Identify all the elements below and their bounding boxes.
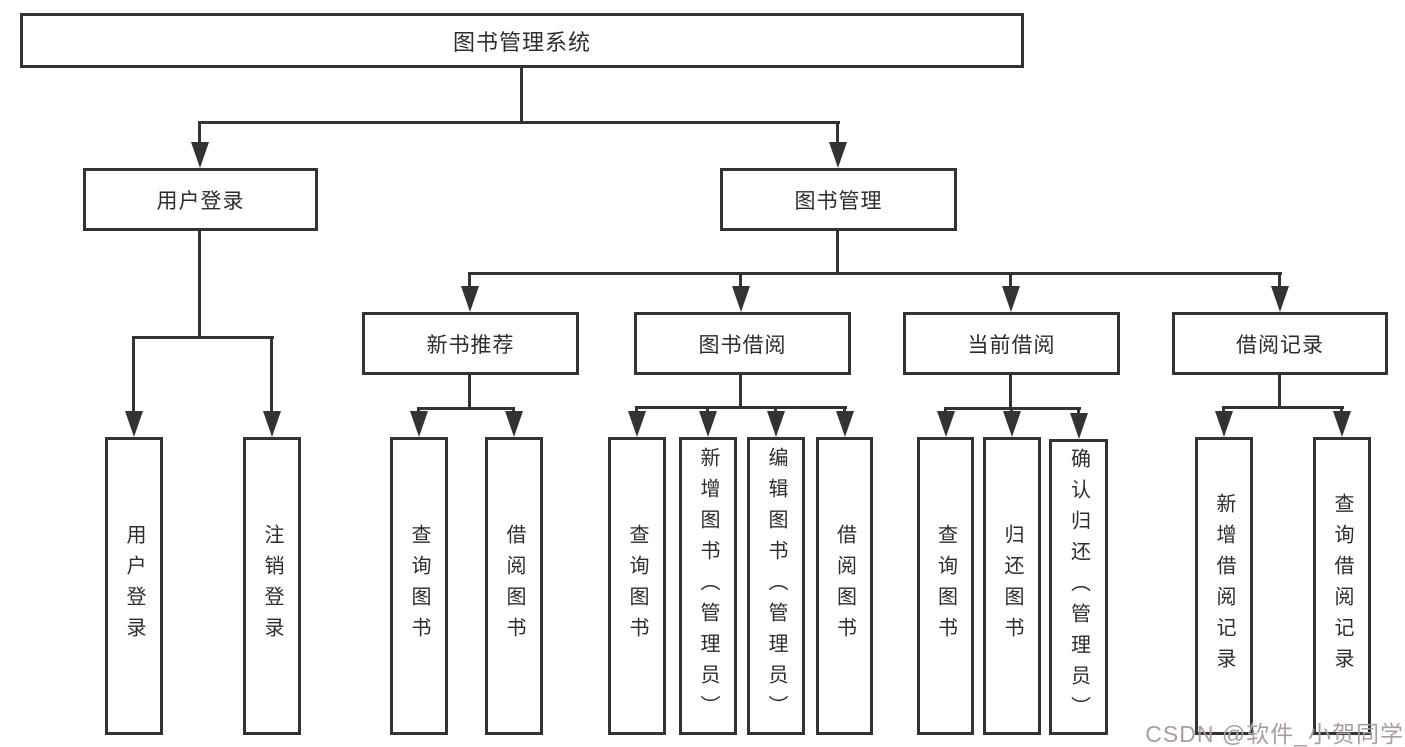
connector-to-user-login — [198, 121, 201, 151]
arrowhead-query-1 — [410, 411, 428, 437]
arrowhead-query-record — [1333, 411, 1351, 437]
arrowhead-borrow-records — [1271, 286, 1289, 312]
arrowhead-book-borrow — [732, 286, 750, 312]
node-new-book-recommend: 新书推荐 — [362, 312, 579, 375]
arrowhead-book-management — [829, 142, 847, 168]
arrowhead-edit-books — [767, 411, 785, 437]
node-label: 注销登录 — [261, 524, 283, 648]
arrowhead-add-books — [699, 411, 717, 437]
connector-borrow-junction — [635, 406, 847, 409]
node-label: 查询借阅记录 — [1331, 493, 1353, 679]
node-label: 新增图书（管理员） — [697, 446, 719, 726]
node-query-borrow-record: 查询借阅记录 — [1313, 437, 1371, 735]
arrowhead-current-borrow — [1002, 286, 1020, 312]
node-label: 查询图书 — [626, 524, 648, 648]
node-label: 新增借阅记录 — [1213, 493, 1235, 679]
node-logout: 注销登录 — [243, 437, 301, 735]
connector-recommend-stub — [468, 375, 471, 410]
node-add-books-admin: 新增图书（管理员） — [679, 437, 737, 735]
node-label: 归还图书 — [1001, 524, 1023, 648]
arrowhead-borrow-2 — [836, 411, 854, 437]
node-label: 借阅图书 — [503, 524, 525, 648]
arrowhead-return-books — [1003, 411, 1021, 437]
node-label: 编辑图书（管理员） — [765, 446, 787, 726]
connector-management-stub — [836, 231, 839, 275]
node-label: 借阅图书 — [833, 524, 856, 648]
node-query-books-2: 查询图书 — [608, 437, 666, 735]
connector-to-login-leaf — [132, 336, 135, 420]
arrowhead-query-3 — [937, 411, 955, 437]
node-library-system: 图书管理系统 — [20, 13, 1024, 68]
connector-to-recommend — [468, 272, 471, 294]
node-add-borrow-record: 新增借阅记录 — [1195, 437, 1253, 735]
connector-root-stub — [520, 68, 523, 124]
connector-records-stub — [1278, 375, 1281, 409]
arrowhead-borrow-1 — [505, 411, 523, 437]
connector-to-borrow-records — [1278, 272, 1281, 294]
node-query-books-3: 查询图书 — [917, 437, 974, 735]
node-current-borrow: 当前借阅 — [903, 312, 1120, 375]
node-label: 查询图书 — [934, 524, 957, 648]
arrowhead-login-leaf — [125, 411, 143, 437]
connector-borrow-stub — [739, 375, 742, 409]
arrowhead-add-record — [1215, 411, 1233, 437]
arrowhead-logout — [263, 411, 281, 437]
connector-current-stub — [1009, 375, 1012, 410]
node-user-login-leaf: 用户登录 — [105, 437, 163, 735]
connector-to-logout — [270, 336, 273, 420]
node-borrow-books-1: 借阅图书 — [485, 437, 543, 735]
node-user-login: 用户登录 — [83, 168, 318, 231]
node-label: 确认归还（管理员） — [1067, 447, 1090, 727]
connector-login-junction — [132, 336, 274, 339]
arrowhead-query-2 — [628, 411, 646, 437]
connector-to-current-borrow — [1009, 272, 1012, 294]
connector-to-book-borrow — [739, 272, 742, 294]
node-borrow-records: 借阅记录 — [1172, 312, 1388, 375]
arrowhead-confirm-return — [1070, 413, 1088, 439]
watermark-text: CSDN @软件_小贺同学 — [1145, 721, 1404, 747]
arrowhead-recommend — [461, 286, 479, 312]
arrowhead-user-login — [191, 142, 209, 168]
connector-recommend-junction — [417, 407, 515, 410]
connector-to-book-management — [836, 121, 839, 151]
node-return-books: 归还图书 — [983, 437, 1041, 735]
connector-login-stub — [198, 231, 201, 339]
node-borrow-books-2: 借阅图书 — [816, 437, 873, 735]
connector-management-junction — [468, 272, 1282, 275]
node-edit-books-admin: 编辑图书（管理员） — [747, 437, 805, 735]
node-book-borrow: 图书借阅 — [634, 312, 851, 375]
node-label: 用户登录 — [123, 524, 145, 648]
connector-root-junction — [198, 121, 840, 124]
connector-records-junction — [1222, 406, 1344, 409]
node-label: 查询图书 — [408, 524, 430, 648]
node-confirm-return-admin: 确认归还（管理员） — [1049, 439, 1108, 735]
node-query-books-1: 查询图书 — [390, 437, 448, 735]
node-book-management: 图书管理 — [720, 168, 957, 231]
